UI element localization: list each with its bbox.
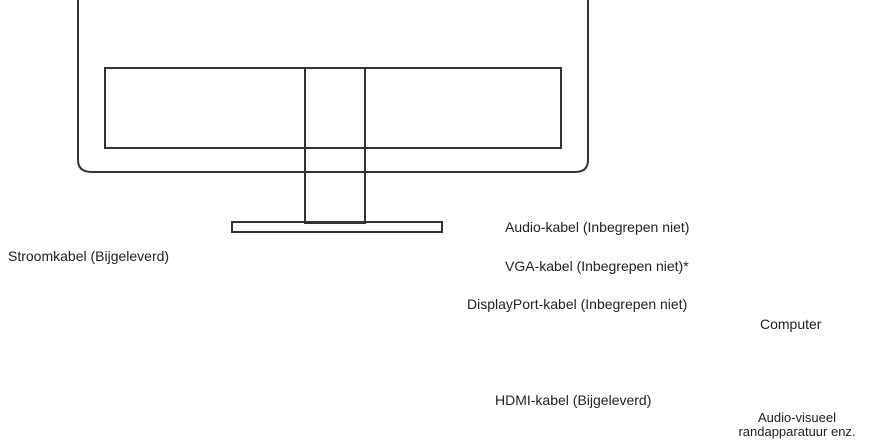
computer-label: Computer [760, 316, 822, 332]
power-cable-label: Stroomkabel (Bijgeleverd) [8, 248, 170, 264]
vga-cable-label: VGA-kabel (Inbegrepen niet)* [505, 258, 689, 274]
av-device-label-line2: randapparatuur enz. [738, 424, 856, 439]
av-device-label: Audio-visueel randapparatuur enz. [733, 411, 861, 439]
av-device-label-line1: Audio-visueel [757, 410, 837, 425]
audio-cable-label: Audio-kabel (Inbegrepen niet) [505, 219, 690, 235]
hdmi-cable-label: HDMI-kabel (Bijgeleverd) [495, 392, 652, 408]
displayport-cable-label: DisplayPort-kabel (Inbegrepen niet) [467, 296, 688, 312]
